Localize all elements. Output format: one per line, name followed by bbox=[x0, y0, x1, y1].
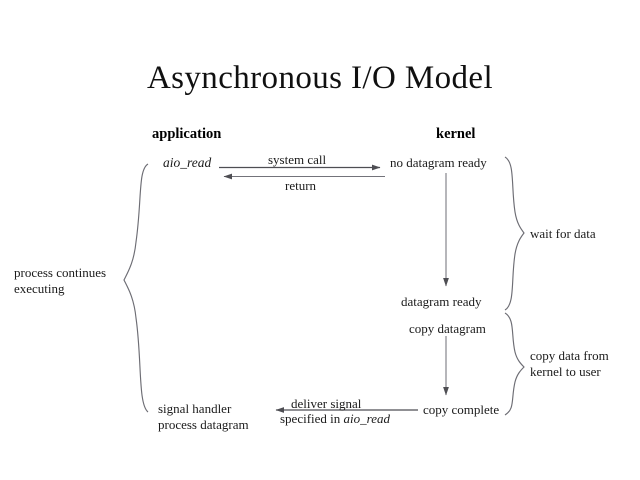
node-copy-datagram: copy datagram bbox=[409, 321, 486, 336]
node-no-datagram-ready: no datagram ready bbox=[390, 155, 487, 170]
page-title: Asynchronous I/O Model bbox=[146, 60, 494, 96]
node-signal-handler-line1: signal handler bbox=[158, 401, 232, 416]
node-datagram-ready: datagram ready bbox=[401, 294, 482, 309]
label-copy-data-from-kernel: copy data from kernel to user bbox=[530, 348, 609, 380]
brace-right-copy-data bbox=[504, 312, 525, 416]
label-specified-in-prefix: specified in bbox=[280, 411, 344, 426]
node-signal-handler: signal handler process datagram bbox=[158, 401, 249, 433]
node-aio-read: aio_read bbox=[163, 155, 212, 170]
brace-left-process-continues bbox=[123, 163, 149, 413]
label-specified-in-aio-read: specified in aio_read bbox=[280, 411, 390, 427]
brace-right-wait-for-data bbox=[504, 156, 525, 311]
label-system-call: system call bbox=[268, 152, 327, 167]
label-copy-data-line2: kernel to user bbox=[530, 364, 601, 379]
label-deliver-signal: deliver signal bbox=[291, 396, 362, 411]
label-wait-for-data: wait for data bbox=[530, 226, 596, 241]
label-copy-data-line1: copy data from bbox=[530, 348, 609, 363]
node-copy-complete: copy complete bbox=[423, 402, 500, 417]
node-process-datagram-line2: process datagram bbox=[158, 417, 249, 432]
column-heading-application: application bbox=[152, 126, 222, 142]
label-return: return bbox=[285, 178, 317, 193]
column-heading-kernel: kernel bbox=[436, 126, 476, 142]
label-specified-in-aio-read-italic: aio_read bbox=[343, 411, 391, 426]
label-process-continues-line2: executing bbox=[14, 281, 65, 296]
label-process-continues-line1: process continues bbox=[14, 265, 107, 280]
label-process-continues: process continues executing bbox=[14, 265, 106, 297]
